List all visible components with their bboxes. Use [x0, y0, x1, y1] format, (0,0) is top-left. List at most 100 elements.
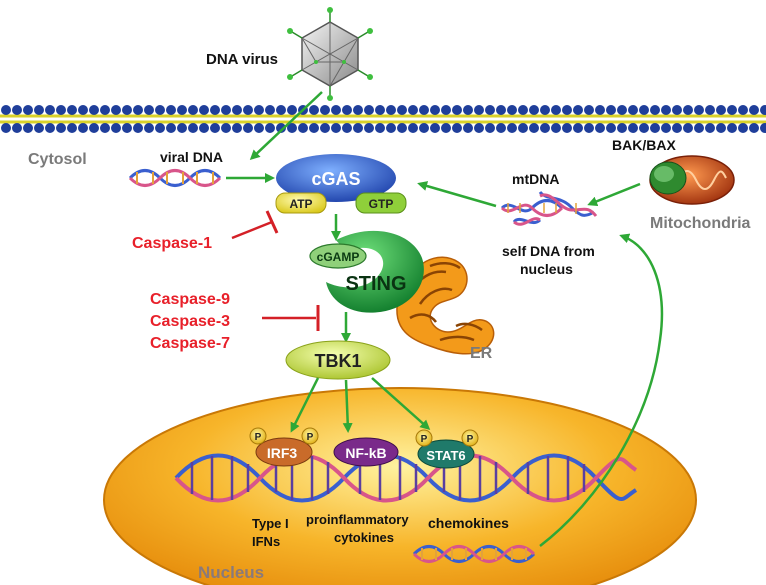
- membrane-lipid-head: [34, 105, 44, 115]
- membrane-lipid-head: [45, 105, 55, 115]
- irf3-phospho-left: [249, 427, 267, 445]
- sting-protein: [326, 230, 424, 313]
- membrane-lipid-head: [463, 123, 473, 133]
- gtp-molecule: [355, 192, 407, 214]
- membrane-lipid-head: [243, 123, 253, 133]
- membrane-lipid-head: [650, 105, 660, 115]
- cgamp-label: cGAMP: [317, 250, 360, 264]
- membrane-lipid-head: [265, 123, 275, 133]
- membrane-lipid-head: [441, 123, 451, 133]
- stat6-label: STAT6: [426, 448, 465, 463]
- membrane-lipid-head: [199, 123, 209, 133]
- membrane-lipid-head: [23, 123, 33, 133]
- membrane-lipid-head: [430, 123, 440, 133]
- membrane-lipid-head: [683, 123, 693, 133]
- membrane-lipid-head: [485, 123, 495, 133]
- caspase-3-label: Caspase-3: [150, 313, 230, 330]
- membrane-lipid-head: [507, 105, 517, 115]
- membrane-lipid-head: [705, 105, 715, 115]
- membrane-lipid-head: [320, 105, 330, 115]
- membrane-lipid-head: [617, 105, 627, 115]
- membrane-lipid-head: [518, 105, 528, 115]
- caspase-9-3-7-inhibition: [262, 305, 320, 331]
- mitochondria-icon: [649, 155, 735, 205]
- nuclear-dna-helix-icon: [174, 453, 638, 503]
- membrane-lipid-head: [78, 123, 88, 133]
- membrane-lipid-head: [177, 123, 187, 133]
- membrane-lipid-head: [254, 123, 264, 133]
- chemokines-label: chemokines: [428, 515, 509, 531]
- proinflammatory-label-line2: cytokines: [334, 530, 394, 545]
- dna-virus-icon: [287, 7, 373, 101]
- membrane-lipid-head: [606, 105, 616, 115]
- membrane-lipid-head: [628, 105, 638, 115]
- membrane-lipid-head: [639, 123, 649, 133]
- irf3-phospho-label-right: P: [307, 432, 314, 443]
- type1-ifns-label-line1: Type I: [252, 516, 289, 531]
- nfkb-label: NF-kB: [345, 445, 386, 461]
- membrane-lipid-head: [760, 123, 766, 133]
- membrane-lipid-head: [386, 123, 396, 133]
- membrane-lipid-head: [287, 105, 297, 115]
- proinflammatory-label-line1: proinflammatory: [306, 512, 409, 527]
- membrane-lipid-head: [353, 123, 363, 133]
- tbk1-label: TBK1: [314, 351, 361, 371]
- membrane-lipid-head: [100, 123, 110, 133]
- membrane-lipid-head: [56, 123, 66, 133]
- membrane-lipid-head: [100, 105, 110, 115]
- membrane-lipid-head: [78, 105, 88, 115]
- membrane-lipid-head: [738, 105, 748, 115]
- membrane-lipid-head: [144, 123, 154, 133]
- membrane-lipid-head: [353, 105, 363, 115]
- stat6-transcription-factor: [415, 429, 479, 469]
- membrane-lipid-head: [452, 105, 462, 115]
- membrane-lipid-head: [199, 105, 209, 115]
- membrane-lipid-head: [221, 123, 231, 133]
- membrane-lipid-head: [529, 123, 539, 133]
- cgas-label: cGAS: [311, 169, 360, 189]
- membrane-lipid-head: [562, 123, 572, 133]
- membrane-lipid-head: [122, 105, 132, 115]
- membrane-lipid-head: [661, 105, 671, 115]
- membrane-lipid-head: [232, 123, 242, 133]
- dna-virus-label: DNA virus: [206, 51, 278, 68]
- membrane-lipid-head: [386, 105, 396, 115]
- tbk1-protein: [285, 340, 391, 380]
- membrane-lipid-head: [12, 105, 22, 115]
- membrane-lipid-head: [705, 123, 715, 133]
- caspase-7-label: Caspase-7: [150, 335, 230, 352]
- caspase-1-inhibition: [231, 210, 279, 240]
- membrane-lipid-head: [89, 123, 99, 133]
- membrane-lipid-head: [716, 105, 726, 115]
- membrane-lipid-head: [23, 105, 33, 115]
- self-dna-label-line1: self DNA from: [502, 243, 595, 259]
- membrane-lipid-head: [419, 105, 429, 115]
- stat6-phospho-label-left: P: [421, 434, 428, 445]
- membrane-lipid-head: [155, 105, 165, 115]
- membrane-lipid-head: [408, 123, 418, 133]
- membrane-lipid-head: [342, 123, 352, 133]
- membrane-lipid-head: [375, 105, 385, 115]
- membrane-lipid-head: [419, 123, 429, 133]
- membrane-lipid-head: [606, 123, 616, 133]
- sting-label: STING: [345, 273, 406, 295]
- membrane-lipid-head: [694, 123, 704, 133]
- membrane-lipid-head: [529, 105, 539, 115]
- membrane-lipid-head: [188, 105, 198, 115]
- membrane-lipid-head: [441, 105, 451, 115]
- membrane-lipid-head: [210, 123, 220, 133]
- membrane-lipid-head: [111, 123, 121, 133]
- membrane-lipid-head: [474, 123, 484, 133]
- membrane-lipid-head: [221, 105, 231, 115]
- membrane-lipid-head: [89, 105, 99, 115]
- membrane-lipid-head: [727, 123, 737, 133]
- membrane-lipid-head: [243, 105, 253, 115]
- membrane-lipid-head: [650, 123, 660, 133]
- self-dna-label-line2: nucleus: [520, 261, 573, 277]
- membrane-lipid-head: [672, 105, 682, 115]
- mtdna-label: mtDNA: [512, 171, 559, 187]
- membrane-lipid-head: [474, 105, 484, 115]
- stat6-phospho-left: [415, 429, 433, 447]
